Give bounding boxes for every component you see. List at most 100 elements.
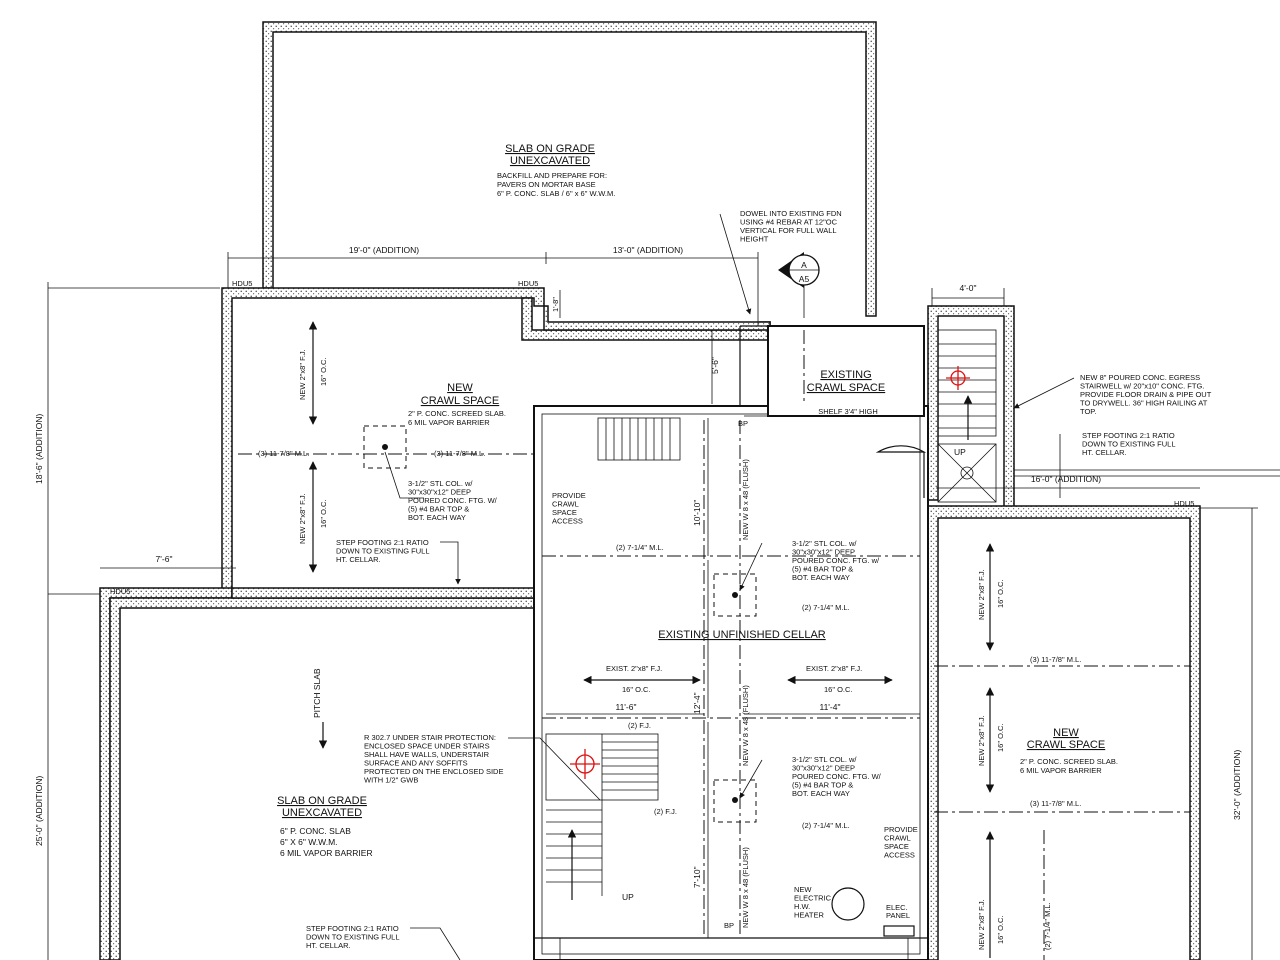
dim-7-6: 7'-6" <box>156 554 173 564</box>
slab-bottom-note2: 6" X 6" W.W.M. <box>280 837 338 847</box>
leaders <box>384 213 1075 960</box>
beam-2: NEW W 8 x 48 (FLUSH) <box>741 685 750 766</box>
bp-top: BP <box>738 419 748 428</box>
dimension-lines <box>47 252 1258 960</box>
fj-left-1: NEW 2"x8" F.J. <box>298 349 307 400</box>
elec-label: ELEC. <box>886 903 908 912</box>
slab-top-note3: 6" P. CONC. SLAB / 6" x 6" W.W.M. <box>497 189 615 198</box>
dim-10-10: 10'-10" <box>692 500 702 526</box>
crawl-left-note2: 6 MIL VAPOR BARRIER <box>408 418 490 427</box>
note-col2: 3-1/2" STL COL. w/ 30"x30"x12" DEEP POUR… <box>792 539 881 582</box>
oc-right-2: 16" O.C. <box>996 723 1005 752</box>
bp-bottom: BP <box>724 921 734 930</box>
slab-top-note1: BACKFILL AND PREPARE FOR: <box>497 171 607 180</box>
heater-tank <box>831 887 865 921</box>
exist-oc-2: 16" O.C. <box>824 685 853 694</box>
dim-11-6: 11'-6" <box>615 702 636 712</box>
exist-fj-1: EXIST. 2"x8" F.J. <box>606 664 662 673</box>
column-footings <box>363 425 757 823</box>
crawl-left-title1: NEW <box>447 382 473 394</box>
note-stair: R 302.7 UNDER STAIR PROTECTION: ENCLOSED… <box>364 733 506 785</box>
section-sheet: A5 <box>799 274 810 284</box>
cellar-title: EXISTING UNFINISHED CELLAR <box>658 629 826 641</box>
note-step1: STEP FOOTING 2:1 RATIO DOWN TO EXISTING … <box>336 538 431 564</box>
slab-top-note2: PAVERS ON MORTAR BASE <box>497 180 596 189</box>
slab-bottom-title2: UNEXCAVATED <box>282 807 362 819</box>
fj-left-2: NEW 2"x8" F.J. <box>298 493 307 544</box>
crawl-left-note1: 2" P. CONC. SCREED SLAB. <box>408 409 506 418</box>
dim-add19: 19'-0" (ADDITION) <box>349 245 419 255</box>
existing-crawl-shelf: SHELF 3'4" HIGH <box>818 407 878 416</box>
crawl-right-note2: 6 MIL VAPOR BARRIER <box>1020 766 1102 775</box>
crawl-right-note1: 2" P. CONC. SCREED SLAB. <box>1020 757 1118 766</box>
crawl-right-title1: NEW <box>1053 727 1079 739</box>
ml-cellar-1: (2) 7-1/4" M.L. <box>616 543 664 552</box>
hdu5-3: HDU5 <box>110 587 130 596</box>
oc-left-2: 16" O.C. <box>319 499 328 528</box>
wall-slab-bottom-top <box>109 597 535 960</box>
ml-right-2: (3) 11-7/8" M.L. <box>1030 799 1081 808</box>
note-step2: STEP FOOTING 2:1 RATIO DOWN TO EXISTING … <box>1082 431 1177 457</box>
hdu5-4: HDU5 <box>1174 499 1194 508</box>
oc-left-1: 16" O.C. <box>319 357 328 386</box>
dim-add13: 13'-0" (ADDITION) <box>613 245 683 255</box>
slab-top-title2: UNEXCAVATED <box>510 155 590 167</box>
dim-16-0: 16'-0" (ADDITION) <box>1031 474 1101 484</box>
note-access1: PROVIDE CRAWL SPACE ACCESS <box>552 491 588 526</box>
existing-crawl-title1: EXISTING <box>820 369 871 381</box>
hdu5-1: HDU5 <box>232 279 252 288</box>
dim-5-6: 5'-6" <box>710 357 720 374</box>
ml-left-2: (3) 11-7/8" M.L. <box>434 449 485 458</box>
ml-cellar-2: (2) 7-1/4" M.L. <box>802 603 850 612</box>
slab-bottom-title1: SLAB ON GRADE <box>277 795 367 807</box>
dim-7-10: 7'-10" <box>692 866 702 888</box>
crawl-right-title2: CRAWL SPACE <box>1027 739 1105 751</box>
exist-fj-2: EXIST. 2"x8" F.J. <box>806 664 862 673</box>
note-egress: NEW 8" POURED CONC. EGRESS STAIRWELL w/ … <box>1080 373 1213 416</box>
note-dowel: DOWEL INTO EXISTING FDN USING #4 REBAR A… <box>740 209 844 244</box>
up-cellar: UP <box>622 892 634 902</box>
dim-32-0: 32'-0" (ADDITION) <box>1232 750 1242 820</box>
section-marker <box>778 252 820 318</box>
dim-18-6: 18'-6" (ADDITION) <box>34 414 44 484</box>
oc-right-1: 16" O.C. <box>996 579 1005 608</box>
dim-12-4: 12'-4" <box>692 692 702 714</box>
up-egress: UP <box>954 447 966 457</box>
panel-label: PANEL <box>886 911 910 920</box>
existing-crawl-title2: CRAWL SPACE <box>807 382 885 394</box>
room-labels: SLAB ON GRADE UNEXCAVATED BACKFILL AND P… <box>277 143 1118 858</box>
dim-11-4: 11'-4" <box>819 702 840 712</box>
cellar-top-stairs <box>597 417 681 461</box>
egress-stair <box>875 329 1280 503</box>
callout-notes: DOWEL INTO EXISTING FDN USING #4 REBAR A… <box>306 209 1213 950</box>
ml-right-1: (3) 11-7/8" M.L. <box>1030 655 1081 664</box>
ml-right-v: (2) 7-1/4" M.L. <box>1043 902 1052 950</box>
note-col1: 3-1/2" STL COL. w/ 30"x30"x12" DEEP POUR… <box>408 479 499 522</box>
dim-1-8: 1'-8" <box>551 297 560 312</box>
existing-cellar <box>533 325 929 960</box>
slab-bottom-note1: 6" P. CONC. SLAB <box>280 826 351 836</box>
oc-right-3: 16" O.C. <box>996 915 1005 944</box>
note-col3: 3-1/2" STL COL. w/ 30"x30"x12" DEEP POUR… <box>792 755 883 798</box>
fj-right-1: NEW 2"x8" F.J. <box>977 569 986 620</box>
note-access2: PROVIDE CRAWL SPACE ACCESS <box>884 825 920 860</box>
structural-labels: HDU5 HDU5 HDU5 HDU5 NEW 2"x8" F.J. 16" O… <box>110 260 1194 950</box>
fj-right-3: NEW 2"x8" F.J. <box>977 899 986 950</box>
exist-oc-1: 16" O.C. <box>622 685 651 694</box>
beams <box>238 330 1190 960</box>
beam-3: NEW W 8 x 48 (FLUSH) <box>741 847 750 928</box>
crawl-left-title2: CRAWL SPACE <box>421 395 499 407</box>
wall-egress <box>927 305 1015 513</box>
foundation-walls <box>99 21 1201 960</box>
fj2-1: (2) F.J. <box>628 721 651 730</box>
fj2-2: (2) F.J. <box>654 807 677 816</box>
slab-bottom-pitch: PITCH SLAB <box>312 668 322 718</box>
slab-bottom-note3: 6 MIL VAPOR BARRIER <box>280 848 373 858</box>
span-arrows <box>308 321 995 958</box>
note-heater: NEW ELECTRIC H.W. HEATER <box>794 885 833 920</box>
section-letter: A <box>801 260 807 270</box>
wall-crawl-left-bottom <box>231 587 535 599</box>
dim-4-0: 4'-0" <box>960 283 977 293</box>
wall-dowel <box>543 305 771 331</box>
